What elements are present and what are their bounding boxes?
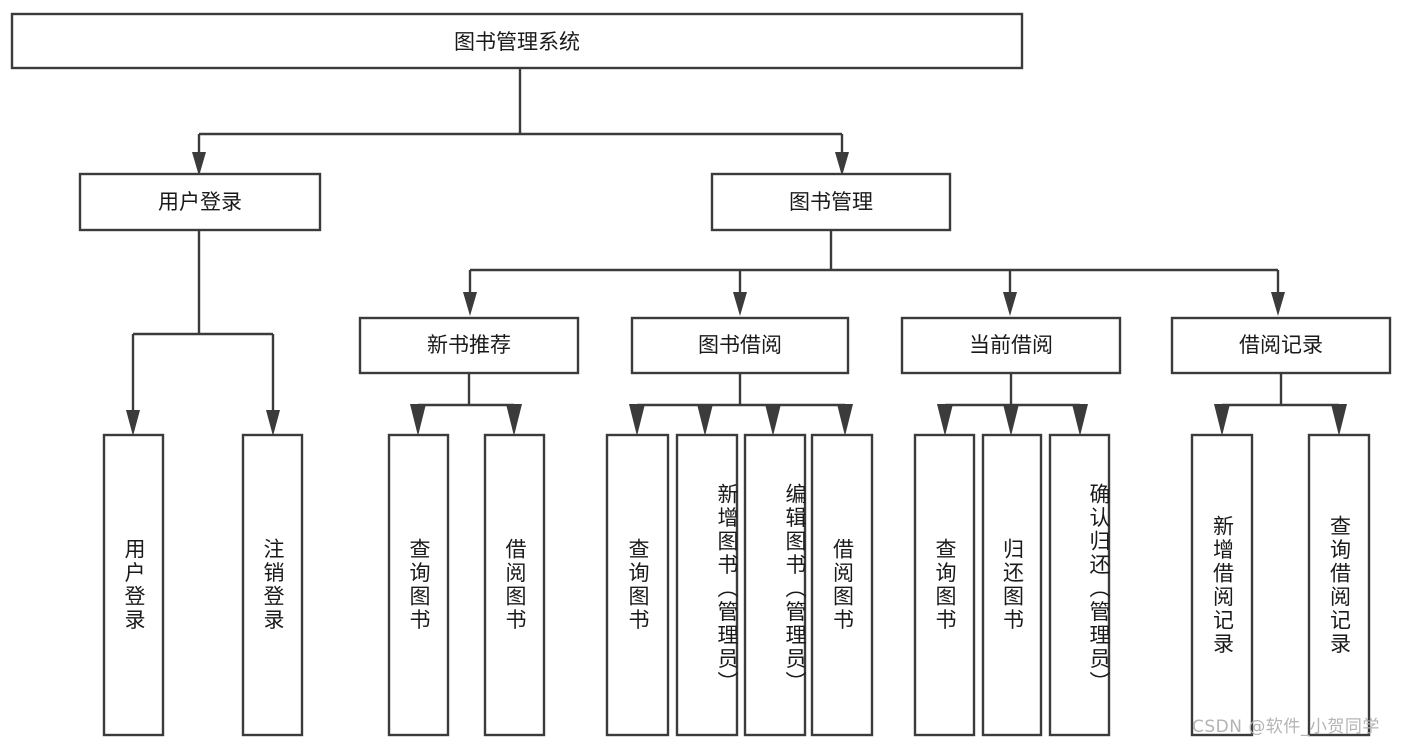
connector-root-to-level2: [192, 68, 849, 176]
leaf-borrow-record-query[interactable]: [1307, 433, 1371, 737]
leaf-borrow-record-add[interactable]: [1190, 433, 1254, 737]
leaf-book-borrow-edit[interactable]: [743, 433, 807, 737]
leaf-book-borrow-borrow[interactable]: [810, 433, 874, 737]
leaf-book-borrow-query[interactable]: [605, 433, 670, 737]
node-root-label: 图书管理系统: [454, 30, 580, 54]
connector-new-book-recommend-to-leaves: [410, 373, 522, 436]
node-book-borrow-label: 图书借阅: [698, 333, 782, 357]
connector-current-borrow-to-leaves: [937, 373, 1088, 436]
leaf-current-borrow-return[interactable]: [981, 433, 1043, 737]
node-current-borrow-label: 当前借阅: [969, 333, 1053, 357]
connector-book-borrow-to-leaves: [629, 373, 853, 436]
leaf-book-borrow-add[interactable]: [675, 433, 739, 737]
connector-borrow-record-to-leaves: [1214, 373, 1347, 436]
leaf-new-book-query[interactable]: [387, 433, 450, 737]
node-user-login[interactable]: [78, 172, 322, 232]
node-user-login-label: 用户登录: [158, 190, 242, 214]
connector-book-management-to-level3: [463, 230, 1285, 316]
csdn-watermark: CSDN @软件_小贺同学: [1192, 717, 1380, 737]
node-root-book-management-system[interactable]: [10, 12, 1024, 70]
node-current-borrow[interactable]: [900, 316, 1122, 375]
connector-user-login-to-leaves: [126, 230, 280, 436]
leaf-new-book-borrow[interactable]: [483, 433, 546, 737]
leaf-current-borrow-confirm[interactable]: [1048, 433, 1111, 737]
node-borrow-record-label: 借阅记录: [1239, 333, 1323, 357]
node-new-book-recommend-label: 新书推荐: [427, 333, 511, 357]
leaf-current-borrow-query[interactable]: [913, 433, 976, 737]
leaf-user-login-login[interactable]: [102, 433, 165, 737]
node-new-book-recommend[interactable]: [358, 316, 580, 375]
leaf-user-login-logout[interactable]: [241, 433, 304, 737]
node-book-management-label: 图书管理: [789, 190, 873, 214]
